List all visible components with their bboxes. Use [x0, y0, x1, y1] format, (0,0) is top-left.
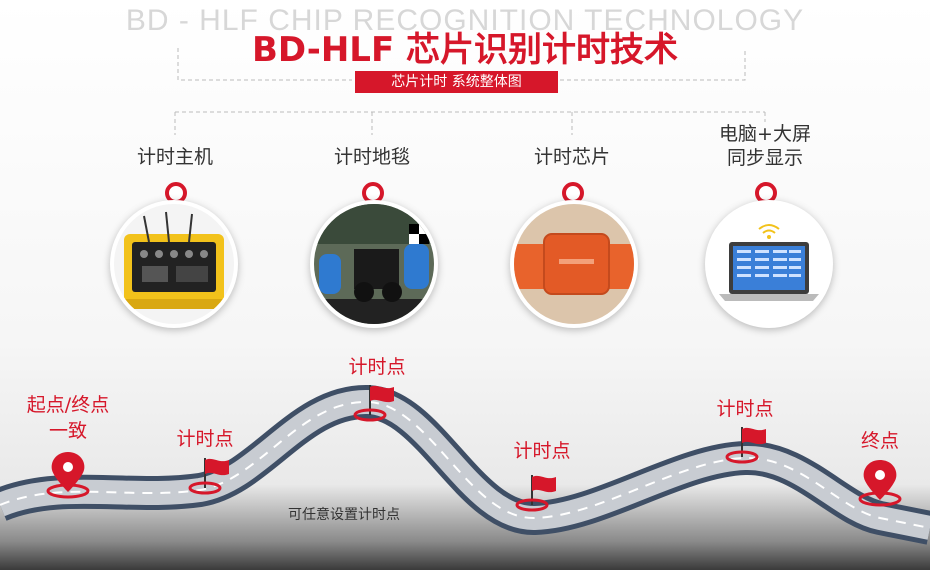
feature-label-host: 计时主机: [136, 146, 213, 168]
feature-label-display: 电脑+大屏 同步显示: [680, 122, 850, 170]
feature-label-chip: 计时芯片: [533, 146, 610, 168]
timing-chip-icon: [510, 200, 638, 328]
start-label: 起点/终点 一致: [18, 392, 118, 444]
checkpoint-flag-icon: [515, 475, 556, 512]
laptop-screen-icon: [705, 200, 833, 328]
checkpoint-label: 计时点: [348, 356, 406, 378]
checkpoint-flag-icon: [725, 427, 766, 464]
page-title: BD-HLF 芯片识别计时技术: [251, 30, 679, 70]
feature-label-display-line2: 同步显示: [726, 147, 803, 169]
road-caption: 可任意设置计时点: [288, 507, 400, 523]
timing-mat-icon: [310, 200, 438, 328]
feature-label-display-line1: 电脑+大屏: [719, 123, 811, 145]
finish-label: 终点: [860, 430, 899, 452]
start-label-line1: 起点/终点: [26, 394, 110, 416]
checkpoint-label: 计时点: [176, 428, 234, 450]
checkpoint-flag-icon: [353, 385, 394, 422]
subtitle-en: BD - HLF CHIP RECOGNITION TECHNOLOGY: [125, 4, 805, 37]
timing-host-icon: [110, 200, 238, 328]
feature-label-mat: 计时地毯: [333, 146, 410, 168]
finish-location-icon: [858, 460, 902, 507]
start-location-icon: [46, 452, 90, 499]
title-badge: 芯片计时 系统整体图: [355, 71, 558, 93]
checkpoint-label: 计时点: [716, 398, 774, 420]
start-label-line2: 一致: [48, 420, 87, 442]
checkpoint-flag-icon: [188, 458, 229, 495]
checkpoint-label: 计时点: [513, 440, 571, 462]
